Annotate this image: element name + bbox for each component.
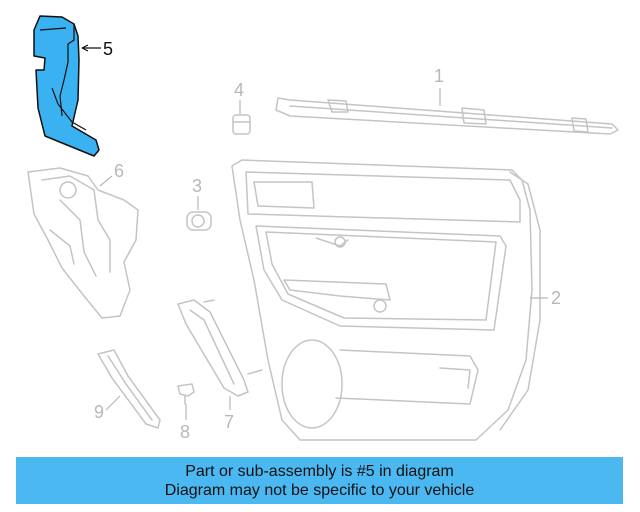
callout-8: 8 (180, 404, 190, 442)
part-1-weatherstrip[interactable] (275, 97, 619, 135)
part-7-pull-handle[interactable] (177, 299, 263, 397)
callout-2: 2 (530, 288, 561, 308)
callout-1: 1 (434, 66, 444, 106)
svg-text:7: 7 (224, 412, 234, 432)
callout-5: 5 (81, 39, 113, 59)
svg-text:4: 4 (234, 80, 244, 100)
parts-diagram: 5 1 4 6 3 2 9 8 7 (27, 15, 619, 442)
part-8-fastener[interactable] (177, 383, 195, 405)
svg-text:5: 5 (103, 39, 113, 59)
callout-7: 7 (224, 396, 234, 432)
part-3-retainer[interactable] (186, 211, 212, 231)
callout-3: 3 (192, 176, 202, 210)
part-9-trim-strip[interactable] (97, 349, 161, 429)
callout-4: 4 (234, 80, 244, 114)
callout-6: 6 (99, 161, 124, 187)
info-banner: Part or sub-assembly is #5 in diagram Di… (16, 457, 623, 504)
part-4-clip[interactable] (232, 114, 251, 135)
svg-text:1: 1 (434, 66, 444, 86)
svg-text:2: 2 (551, 288, 561, 308)
svg-text:6: 6 (114, 161, 124, 181)
banner-line-1: Part or sub-assembly is #5 in diagram (185, 462, 454, 480)
svg-text:9: 9 (94, 402, 104, 422)
svg-text:3: 3 (192, 176, 202, 196)
callout-9: 9 (94, 395, 121, 422)
banner-line-2: Diagram may not be specific to your vehi… (164, 481, 475, 499)
svg-text:8: 8 (180, 422, 190, 442)
part-2-door-panel[interactable] (231, 159, 541, 441)
part-6-bracket[interactable] (27, 167, 139, 319)
part-5-insulator[interactable] (33, 15, 100, 157)
